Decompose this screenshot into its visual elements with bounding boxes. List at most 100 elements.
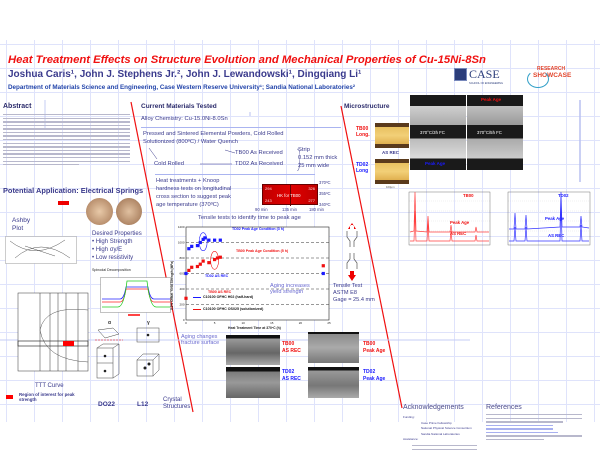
heat-text-line: hardness tests on longitudinal <box>156 186 232 192</box>
label-line: Long <box>356 168 369 174</box>
ashby-plot <box>5 236 77 264</box>
materials-heading: Current Materials Tested <box>141 103 217 110</box>
references-list <box>486 414 582 443</box>
label-line: AS REC <box>282 375 301 382</box>
data-point <box>201 259 205 263</box>
spinodal-graph <box>100 277 171 316</box>
bullet-resistivity: • Low resistivity <box>92 255 134 261</box>
data-point <box>213 238 217 242</box>
micro-3h-label: 370°C/3h FC <box>420 130 445 135</box>
aging-note-line: Aging increases <box>270 283 310 289</box>
heat-text-line: cross section to suggest peak <box>156 194 231 200</box>
process-line-1: Pressed and Sintered Elemental Powders, … <box>143 131 284 137</box>
l12-label: L12 <box>137 401 149 408</box>
authors: Joshua Caris¹, John J. Stephens Jr.², Jo… <box>8 69 362 80</box>
fracture-heading-line: Aging changes <box>181 334 218 340</box>
alloy-chemistry: Alloy Chemistry: Cu-15.0Ni-8.0Sn <box>141 116 228 122</box>
temp-340: 340ºC <box>319 202 331 207</box>
td02-peak-annotation: TD02 Peak Age Condition (3 h) <box>232 227 285 231</box>
y-tick-label: 1200 <box>178 225 185 229</box>
poster: Heat Treatment Effects on Structure Evol… <box>0 40 600 450</box>
spinodal-label: Spinodal Decomposition <box>92 268 131 272</box>
funding-label: Funding: <box>403 415 415 419</box>
data-point <box>190 265 194 269</box>
ref1-line <box>193 297 201 298</box>
optical-td02-as-rec <box>375 159 409 184</box>
td02-rec-annotation: TD02 AS REC <box>205 274 229 278</box>
strip-width: 25 mm wide <box>298 163 330 169</box>
data-point <box>184 296 188 300</box>
strip-label: Strip <box>298 147 310 153</box>
label-line: AS REC <box>282 347 301 354</box>
do22-label: DO22 <box>98 401 115 408</box>
y-tick-label: 200 <box>179 303 184 307</box>
tb00-rec-annotation: TB00 AS REC <box>208 290 232 294</box>
data-point <box>203 236 207 240</box>
divider <box>155 174 315 175</box>
data-point <box>321 271 325 276</box>
x-tick-label: 5 <box>214 321 216 325</box>
hk-cell: 294 <box>265 186 272 191</box>
optical-tb00-as-rec <box>375 123 409 148</box>
bullet-strength: • High Strength <box>92 239 133 245</box>
alpha-label: α <box>108 320 112 326</box>
time-135: 135 min <box>282 207 297 212</box>
peak-age-top-label: Peak Age <box>481 97 502 102</box>
as-rec-label: AS REC <box>382 150 400 155</box>
label-line: TB00 <box>356 126 369 132</box>
case-logo-text: CASE <box>469 67 500 81</box>
cold-rolled-label: Cold Rolled <box>154 161 184 167</box>
time-180: 180 min <box>309 207 324 212</box>
tb00-as-received: TB00 As Received <box>235 150 283 156</box>
data-point <box>187 268 191 272</box>
heat-text-line: Heat treatments + Knoop <box>156 178 220 184</box>
ttt-label: TTT Curve <box>35 383 64 389</box>
y-tick-label: 400 <box>179 287 184 291</box>
sem-tb00-peak <box>308 332 359 363</box>
affiliation: Department of Materials Science and Engi… <box>8 84 356 91</box>
peak-highlight-tb00 <box>210 251 219 270</box>
label-line: TB00 <box>363 341 376 347</box>
y-tick-label: 800 <box>179 256 184 260</box>
ack-heading: Acknowledgements <box>403 404 464 411</box>
x-tick-label: 0 <box>185 321 187 325</box>
tensile-test-label: Tensile Test <box>333 283 363 289</box>
ack-item: Case Prime Fellowship <box>421 420 452 425</box>
ashby-highlight <box>58 201 69 205</box>
tensile-specimen-icon <box>346 223 358 281</box>
ref2-line <box>193 309 201 310</box>
aging-note-line: yield strength <box>270 289 304 295</box>
assistance-text <box>412 445 477 452</box>
microstructure-heading: Microstructure <box>344 103 390 110</box>
data-point <box>201 237 205 241</box>
ref1-label: C10100 OFHC H02 (half-hard) <box>203 295 254 299</box>
data-point <box>207 261 211 265</box>
data-point <box>218 255 222 259</box>
x-axis-label: Heat Treatment Time at 370ºC (h) <box>228 326 281 330</box>
data-point <box>190 244 194 248</box>
desired-heading: Desired Properties <box>92 231 142 237</box>
temp-355: 355ºC <box>319 191 331 196</box>
xrd-tb00-rec-label: AS REC <box>450 231 467 236</box>
peak-age-bottom-label: Peak Age <box>425 161 446 166</box>
data-point <box>187 247 191 251</box>
xrd-patterns <box>408 191 591 246</box>
data-point <box>207 238 211 242</box>
heat-text-line: age temperature (370ºC) <box>156 202 219 208</box>
abstract-heading: Abstract <box>3 103 32 110</box>
xrd-td02-title: TD02 <box>558 193 569 198</box>
data-point <box>215 256 220 260</box>
label-line: Peak Age <box>363 375 386 382</box>
y-tick-label: 600 <box>179 272 184 276</box>
ttt-curve-plot <box>17 292 89 372</box>
application-heading: Potential Application: Electrical Spring… <box>3 186 144 195</box>
micro-5h-label: 370°C/5h FC <box>477 130 502 135</box>
case-logo-sub: SCHOOL OF ENGINEERING <box>469 82 504 85</box>
xrd-td02-peak-label: Peak Age <box>545 216 565 221</box>
micro-5h-image <box>467 95 523 170</box>
